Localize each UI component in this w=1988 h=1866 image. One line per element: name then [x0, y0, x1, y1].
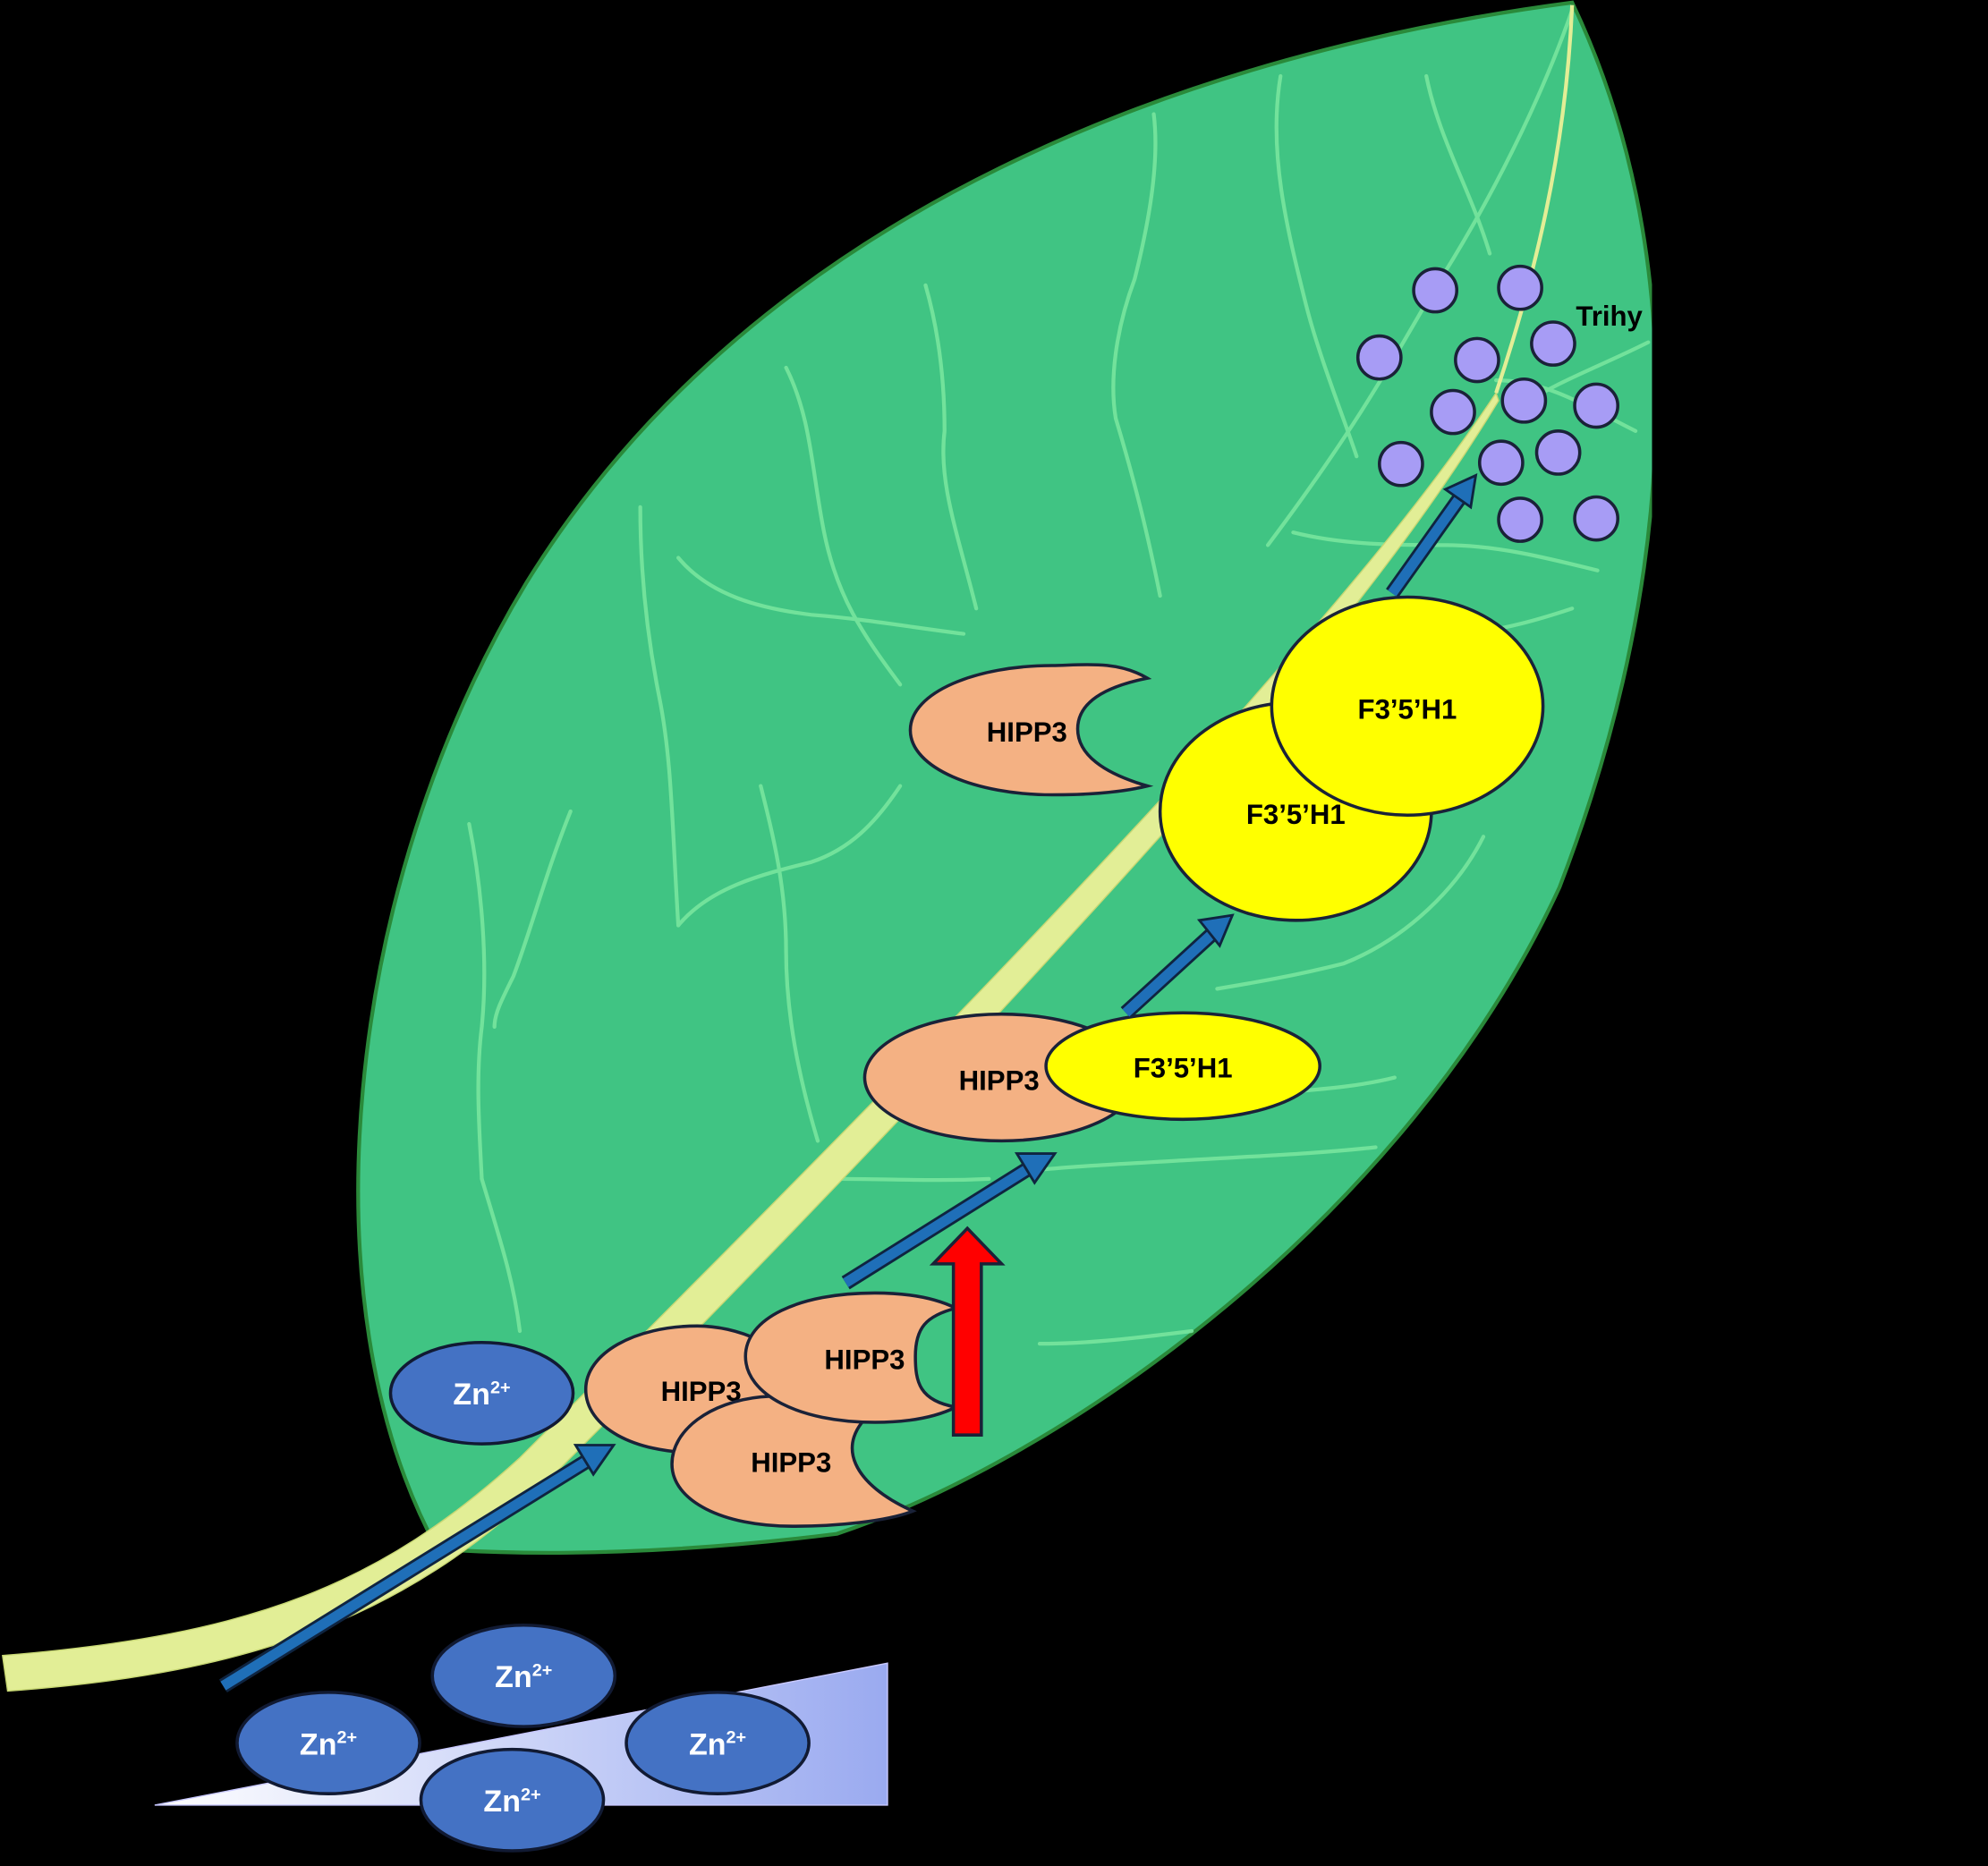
- soil-zinc-ion-1: Zn2+: [430, 1623, 617, 1728]
- induction-arrow: [929, 1226, 1006, 1437]
- soil-zinc-ion-3: Zn2+: [624, 1691, 811, 1795]
- hipp3-protein-2: HIPP3: [743, 1291, 962, 1424]
- f35h1-label: F3’5’H1: [1134, 1053, 1233, 1084]
- hipp3-protein-3: HIPP3: [670, 1394, 917, 1528]
- product-label: Trihy: [1576, 301, 1643, 332]
- hipp3-label: HIPP3: [661, 1376, 742, 1407]
- leaf-midrib-upper: [1494, 4, 1575, 394]
- f35h1-label: F3’5’H1: [1246, 799, 1346, 830]
- clipped-region: [1652, 0, 1988, 1866]
- flow-arrow-uptake: [218, 1444, 616, 1692]
- flow-arrow-complex: [841, 1152, 1058, 1290]
- hipp3-label: HIPP3: [824, 1344, 905, 1375]
- hipp3-label: HIPP3: [987, 717, 1067, 748]
- svg-text:Zn2+: Zn2+: [495, 1660, 552, 1694]
- svg-text:Zn2+: Zn2+: [453, 1378, 510, 1412]
- hipp3-label: HIPP3: [751, 1446, 831, 1478]
- flow-arrow-product: [1386, 473, 1478, 598]
- f35h1-enzyme-2: F3’5’H1: [1270, 595, 1545, 817]
- soil-zinc-ion-2: Zn2+: [235, 1691, 421, 1795]
- hipp3-f35h1-complex: HIPP3 F3’5’H1: [862, 1011, 1321, 1143]
- hipp3-protein-free: HIPP3: [908, 663, 1154, 797]
- svg-text:Zn2+: Zn2+: [483, 1785, 540, 1819]
- f35h1-label: F3’5’H1: [1358, 694, 1457, 725]
- svg-text:Zn2+: Zn2+: [689, 1727, 746, 1761]
- hipp3-label: HIPP3: [959, 1065, 1040, 1097]
- soil-zinc-ion-4: Zn2+: [419, 1747, 606, 1853]
- svg-text:Zn2+: Zn2+: [300, 1727, 357, 1761]
- leaf-zinc-ion: Zn2+: [388, 1340, 575, 1446]
- flow-arrow-release: [1120, 913, 1235, 1019]
- product-molecules: [1355, 264, 1619, 543]
